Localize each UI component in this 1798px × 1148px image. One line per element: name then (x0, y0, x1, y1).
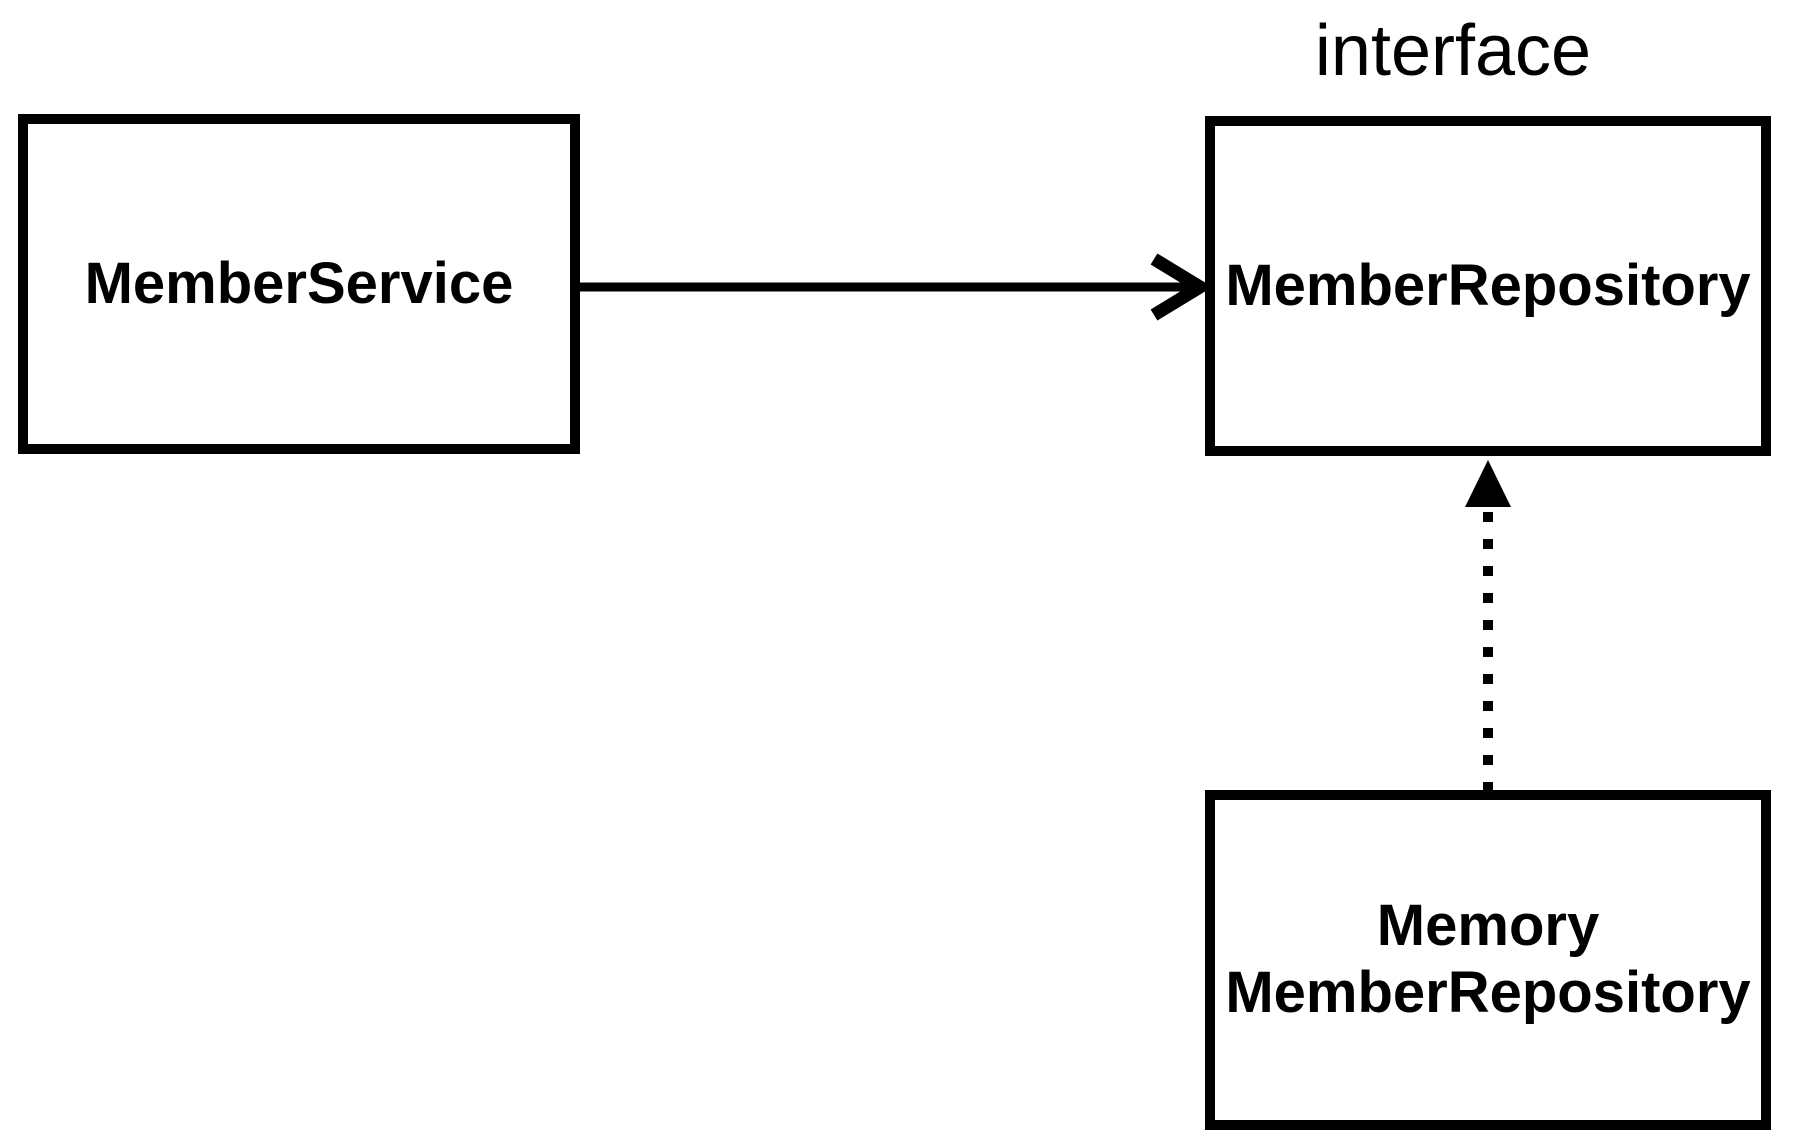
memory-member-repository-label-line2: MemberRepository (1225, 960, 1751, 1025)
arrowhead-triangle-icon (1465, 460, 1511, 507)
realization-arrow (1465, 460, 1511, 792)
node-member-repository: MemberRepository (1205, 116, 1771, 456)
interface-stereotype-label: interface (1314, 11, 1592, 91)
dependency-arrow (575, 253, 1213, 321)
memory-member-repository-label-line1: Memory (1376, 893, 1600, 959)
node-memory-member-repository: Memory MemberRepository (1205, 790, 1771, 1130)
member-repository-label: MemberRepository (1225, 252, 1751, 318)
member-service-label: MemberService (84, 250, 514, 316)
node-member-service: MemberService (18, 114, 580, 454)
memory-member-repository-label: Memory MemberRepository (1225, 893, 1750, 1026)
arrowhead-open-icon (1150, 253, 1213, 321)
